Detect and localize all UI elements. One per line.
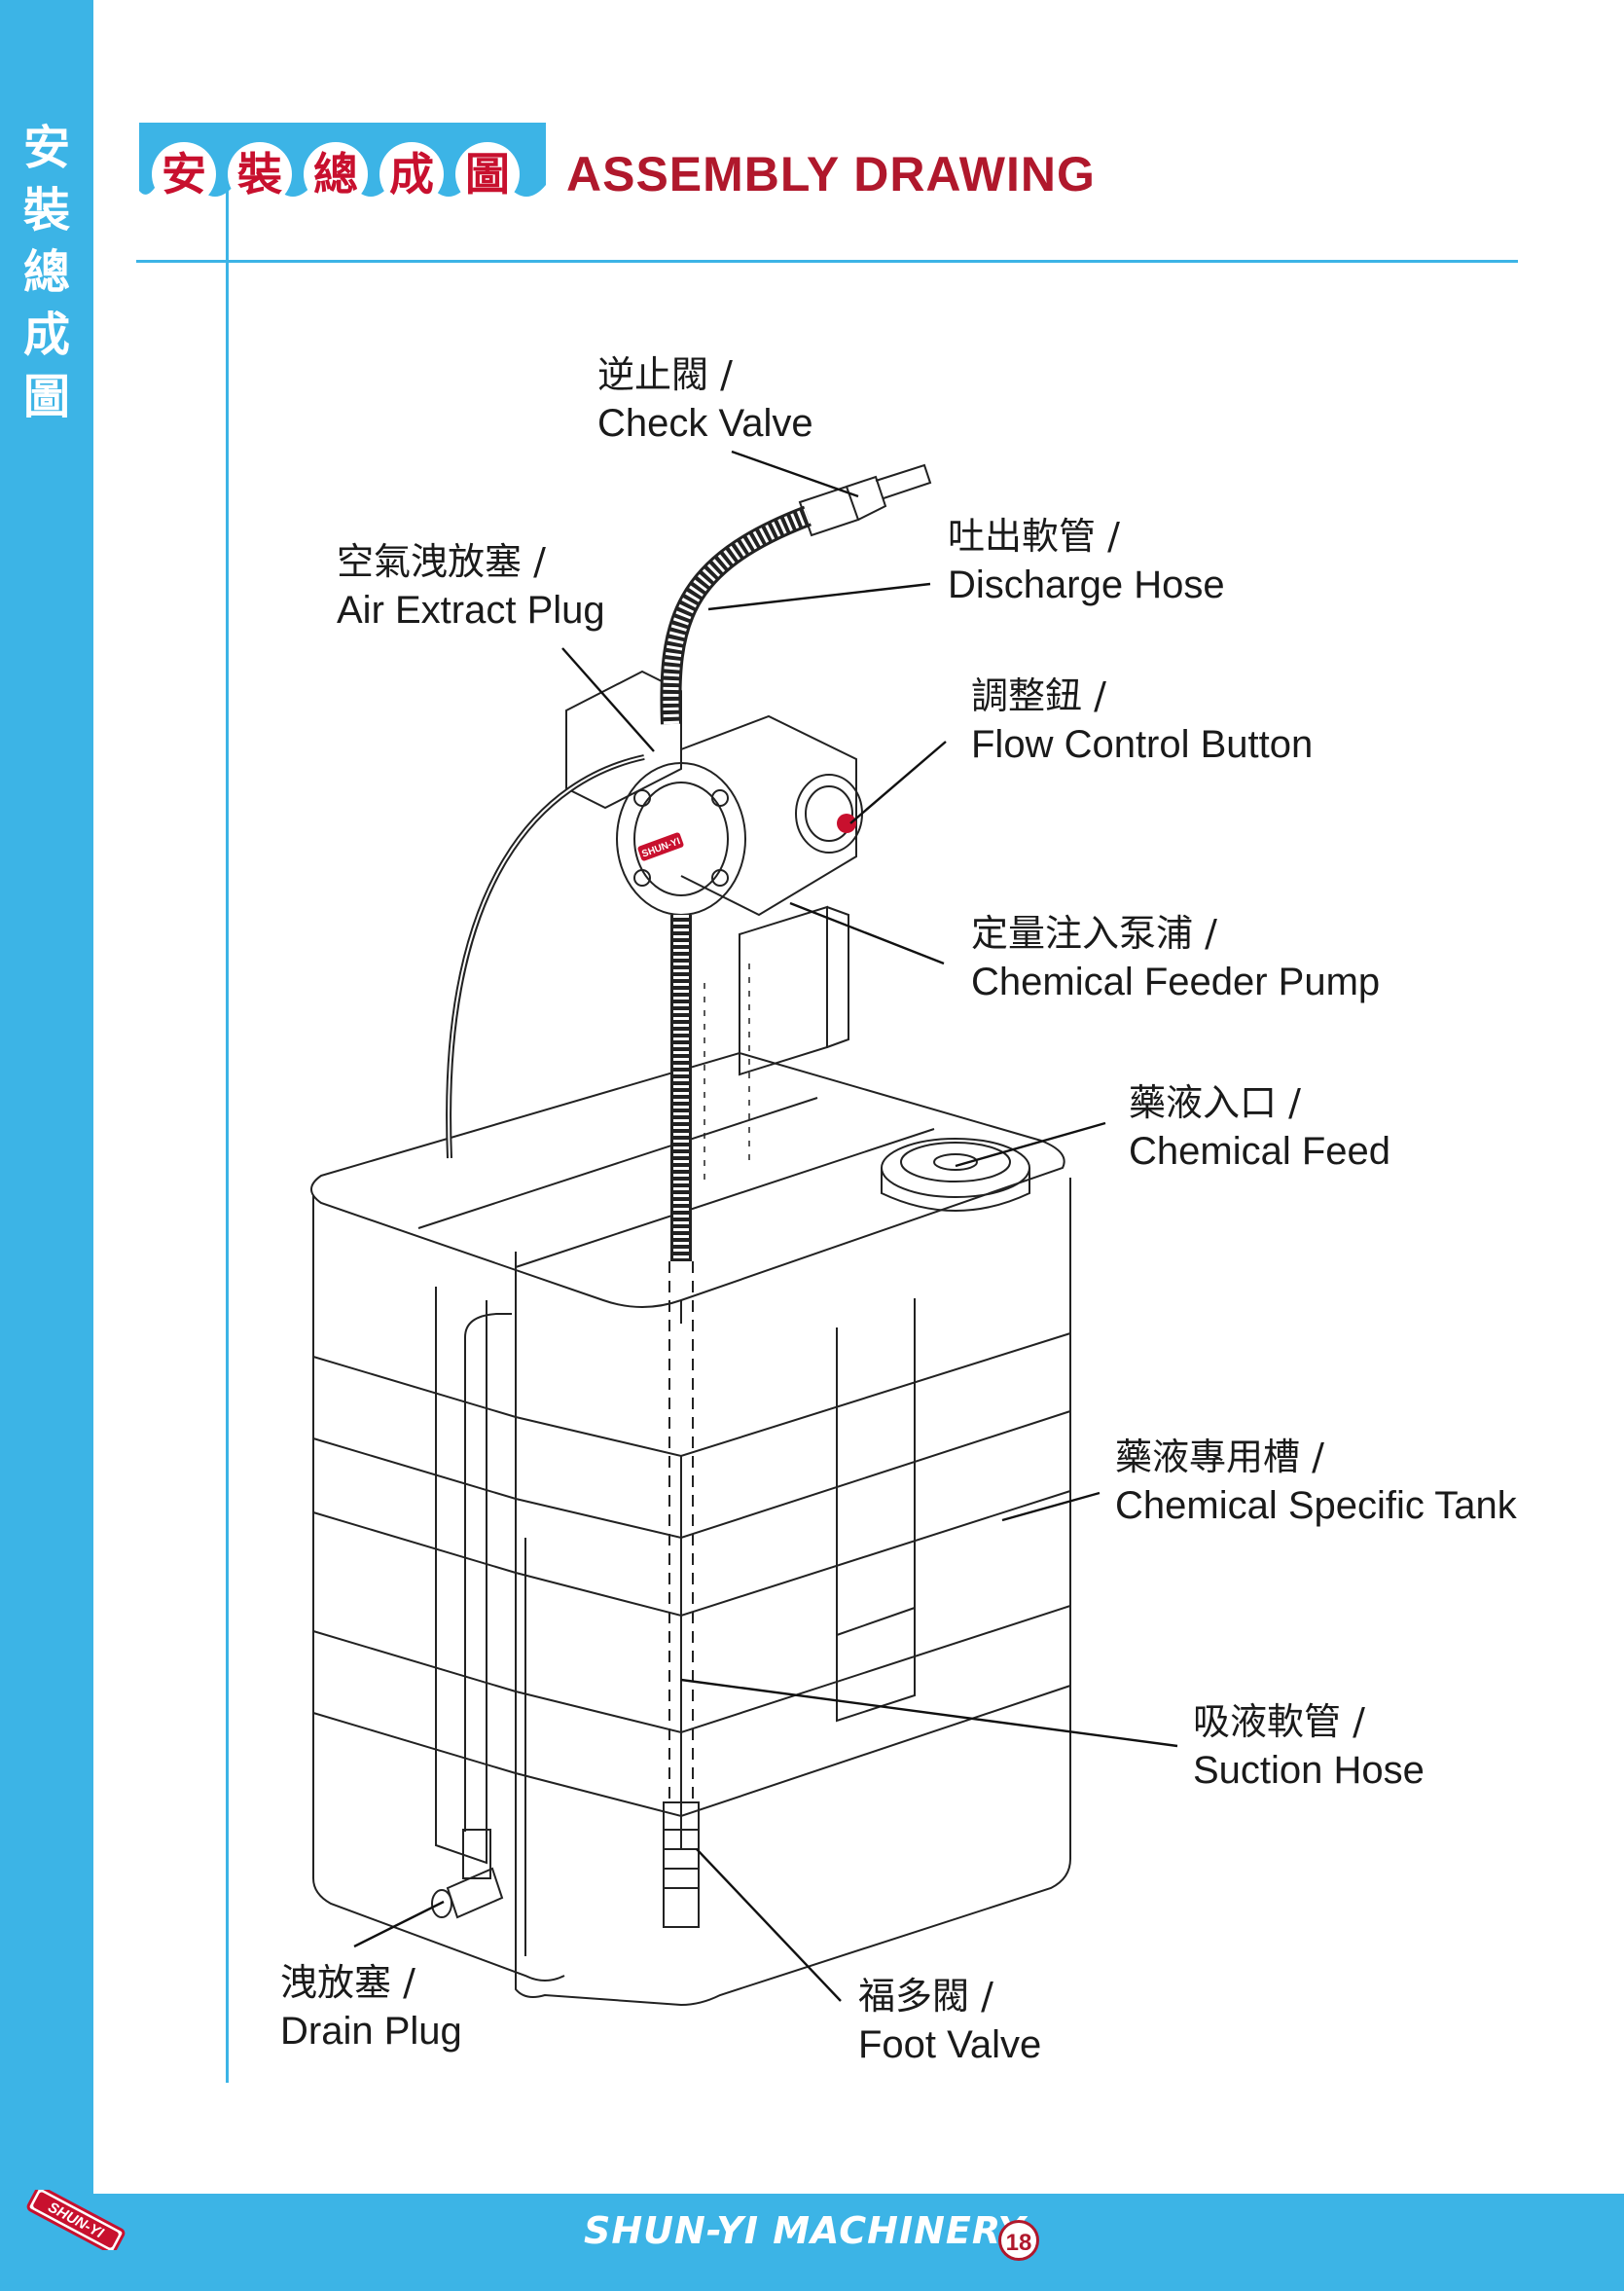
label-zh: 空氣洩放塞 / bbox=[337, 540, 546, 583]
side-title: 安 裝 總 成 圖 bbox=[0, 117, 93, 428]
label-drain-plug: 洩放塞 / Drain Plug bbox=[280, 1958, 462, 2055]
suction-hose-lower bbox=[668, 1261, 694, 1802]
label-suction-hose: 吸液軟管 / Suction Hose bbox=[1193, 1697, 1425, 1795]
header-title-char: 成 bbox=[379, 142, 444, 206]
header-rule bbox=[136, 260, 1518, 263]
header-title-char: 總 bbox=[304, 142, 368, 206]
label-flow-control-button: 調整鈕 / Flow Control Button bbox=[971, 672, 1313, 769]
side-title-char: 安 bbox=[22, 121, 70, 175]
leader-drain-plug bbox=[353, 1900, 445, 1948]
label-zh: 逆止閥 / bbox=[597, 353, 733, 396]
label-en: Chemical Feeder Pump bbox=[971, 961, 1381, 1003]
foot-valve bbox=[663, 1801, 700, 1928]
label-en: Discharge Hose bbox=[948, 564, 1225, 606]
company-logo: SHUN-YI bbox=[26, 2190, 126, 2250]
header-title-en: ASSEMBLY DRAWING bbox=[566, 147, 1096, 201]
label-en: Air Extract Plug bbox=[337, 589, 605, 632]
leader-tank bbox=[1001, 1491, 1101, 1522]
flow-control-knob bbox=[837, 814, 856, 833]
label-air-extract-plug: 空氣洩放塞 / Air Extract Plug bbox=[337, 537, 605, 635]
label-en: Foot Valve bbox=[858, 2023, 1042, 2066]
side-bar bbox=[0, 0, 93, 2291]
leader-foot-valve bbox=[696, 1848, 842, 2002]
leader-air-extract-plug bbox=[561, 647, 655, 752]
label-discharge-hose: 吐出軟管 / Discharge Hose bbox=[948, 512, 1225, 609]
leader-check-valve bbox=[731, 450, 859, 498]
side-title-char: 成 bbox=[22, 308, 70, 362]
label-zh: 藥液入口 / bbox=[1129, 1081, 1301, 1124]
side-title-char: 總 bbox=[22, 245, 70, 300]
check-valve bbox=[798, 463, 932, 537]
chemical-tank bbox=[312, 1178, 1071, 2007]
label-zh: 福多閥 / bbox=[858, 1975, 993, 2018]
label-zh: 吸液軟管 / bbox=[1193, 1700, 1365, 1743]
side-title-char: 圖 bbox=[22, 370, 70, 424]
label-zh: 藥液專用槽 / bbox=[1115, 1436, 1324, 1478]
header-title-zh: 安 裝 總 成 圖 bbox=[152, 142, 520, 206]
label-en: Drain Plug bbox=[280, 2010, 462, 2053]
label-foot-valve: 福多閥 / Foot Valve bbox=[858, 1972, 1041, 2069]
side-title-char: 裝 bbox=[22, 183, 70, 237]
label-zh: 吐出軟管 / bbox=[948, 515, 1120, 558]
label-chemical-feeder-pump: 定量注入泵浦 / Chemical Feeder Pump bbox=[971, 909, 1380, 1006]
label-chemical-feed: 藥液入口 / Chemical Feed bbox=[1129, 1078, 1390, 1176]
margin-rule bbox=[226, 191, 229, 2083]
footer-bar bbox=[0, 2194, 1624, 2291]
pump-bracket bbox=[565, 670, 849, 1076]
label-en: Check Valve bbox=[597, 402, 813, 445]
label-zh: 定量注入泵浦 / bbox=[971, 912, 1217, 955]
tank-top bbox=[310, 1051, 1065, 1324]
leader-flow-control bbox=[849, 741, 947, 824]
header-title-char: 裝 bbox=[228, 142, 292, 206]
label-en: Flow Control Button bbox=[971, 723, 1314, 766]
pump-brand-badge: SHUN-YI bbox=[637, 832, 684, 861]
header-title-char: 圖 bbox=[455, 142, 520, 206]
label-check-valve: 逆止閥 / Check Valve bbox=[597, 350, 813, 448]
label-en: Chemical Feed bbox=[1129, 1130, 1391, 1173]
footer-company: SHUN-YI MACHINERY bbox=[584, 2209, 1027, 2252]
page-number: 18 bbox=[998, 2220, 1039, 2261]
mounting-guides bbox=[704, 964, 750, 1183]
air-extract-hose bbox=[446, 754, 645, 1159]
leader-discharge-hose bbox=[707, 582, 931, 611]
leader-suction-hose bbox=[680, 1678, 1178, 1748]
header-title-char: 安 bbox=[152, 142, 216, 206]
drain-pipe bbox=[431, 1313, 512, 1919]
discharge-hose bbox=[660, 505, 812, 725]
label-chemical-specific-tank: 藥液專用槽 / Chemical Specific Tank bbox=[1115, 1433, 1517, 1530]
pump-body bbox=[616, 714, 863, 917]
label-zh: 調整鈕 / bbox=[971, 674, 1106, 717]
leader-chemical-feed bbox=[955, 1121, 1106, 1168]
label-en: Suction Hose bbox=[1193, 1749, 1425, 1792]
label-en: Chemical Specific Tank bbox=[1115, 1484, 1517, 1527]
chemical-feed-cap bbox=[881, 1138, 1030, 1212]
leader-feeder-pump bbox=[789, 901, 945, 965]
label-zh: 洩放塞 / bbox=[280, 1961, 415, 2004]
